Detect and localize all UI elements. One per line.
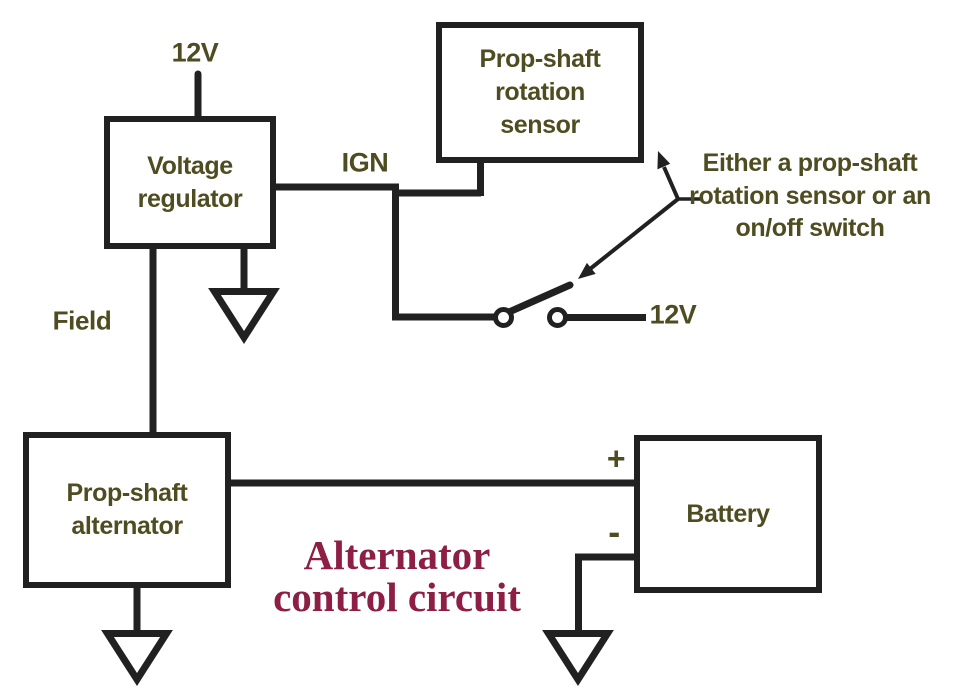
switch-lever: [505, 281, 574, 316]
label-ign: IGN: [341, 147, 389, 178]
annotation-arrows: [578, 151, 703, 279]
ground-symbol-battery: [542, 630, 614, 686]
label-field: Field: [52, 305, 112, 336]
diagram-title: Alternator control circuit: [273, 534, 521, 618]
battery-box: Battery: [634, 435, 822, 593]
voltage-regulator-box: Voltage regulator: [104, 116, 276, 249]
switch-contact-left: [493, 307, 514, 328]
annotation-line3: on/off switch: [735, 214, 885, 242]
voltage-regulator-label-line2: regulator: [137, 184, 243, 213]
diagram-title-line2: control circuit: [273, 574, 521, 620]
ground-symbol-alternator: [101, 585, 173, 686]
rotation-sensor-label-line3: sensor: [500, 111, 580, 139]
label-12v-switch: 12V: [649, 299, 697, 330]
rotation-sensor-label-line1: Prop-shaft: [479, 45, 601, 73]
prop-shaft-rotation-sensor-box: Prop-shaft rotation sensor: [436, 22, 644, 163]
rotation-sensor-label-line2: rotation: [495, 78, 585, 106]
alternator-label-line1: Prop-shaft: [66, 479, 188, 507]
wire-battery-negative: [575, 553, 637, 634]
annotation-line1: Either a prop-shaft: [702, 149, 918, 177]
wire-ign-to-switch: [392, 184, 496, 321]
annotation-text: Either a prop-shaft rotation sensor or a…: [689, 147, 931, 245]
switch-contact-right: [547, 307, 568, 328]
battery-label: Battery: [686, 499, 770, 528]
annotation-arrowhead-sensor: [657, 151, 671, 170]
prop-shaft-alternator-box: Prop-shaft alternator: [23, 432, 231, 588]
label-12v-supply-top: 12V: [171, 37, 219, 68]
annotation-arrow-to-sensor: [662, 166, 680, 200]
ground-symbol-regulator: [208, 245, 280, 344]
diagram-title-line1: Alternator: [303, 532, 491, 578]
annotation-arrowhead-switch: [578, 262, 596, 279]
annotation-line2: rotation sensor or an: [689, 181, 931, 210]
annotation-arrow-to-switch: [588, 197, 680, 271]
voltage-regulator-label-line1: Voltage: [147, 151, 233, 180]
label-battery-positive: +: [606, 440, 626, 477]
alternator-label-line2: alternator: [71, 512, 183, 540]
label-battery-negative: -: [608, 511, 620, 552]
switch-symbol: [493, 281, 574, 328]
